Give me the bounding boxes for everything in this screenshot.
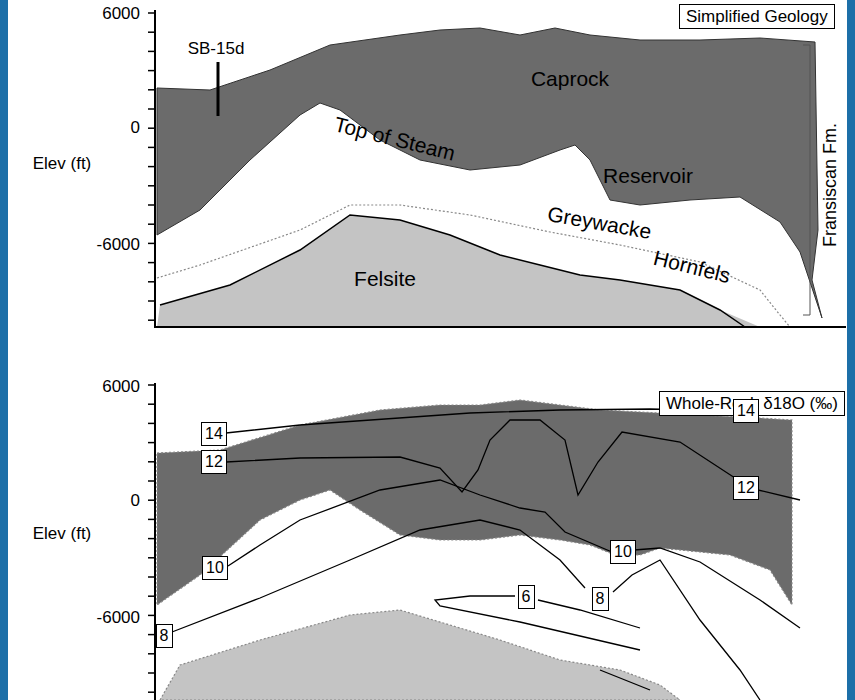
geology-section (148, 10, 846, 328)
axis-tick (148, 12, 155, 14)
axis-title: Elev (ft) (33, 525, 92, 542)
axis-tick (148, 423, 155, 425)
contour-label: 8 (156, 624, 173, 648)
title-box: Simplified Geology (679, 4, 835, 29)
unit-name: Felsite (354, 268, 416, 289)
axis-tick (148, 499, 155, 501)
formation-name: Fransiscan Fm. (821, 123, 839, 247)
axis-tick (148, 262, 155, 264)
axis-tick (148, 634, 155, 636)
axis-tick (148, 281, 155, 283)
axis-tick (148, 51, 155, 53)
panel-title: Simplified Geology (686, 8, 828, 25)
axis-value: 6000 (102, 5, 140, 22)
axis-tick (148, 300, 155, 302)
axis-tick (148, 147, 155, 149)
axis-tick (148, 166, 155, 168)
axis-tick (148, 223, 155, 225)
panel-ground (8, 0, 847, 700)
axis-tick (148, 442, 155, 444)
axis-value: 0 (131, 119, 140, 136)
contour-label: 8 (592, 587, 609, 611)
contour-value: 10 (614, 544, 632, 560)
contour-value: 12 (737, 480, 755, 496)
axis-tick (148, 70, 155, 72)
contour-value: 8 (596, 591, 605, 607)
well-name: SB-15d (188, 40, 245, 57)
axis-tick (148, 185, 155, 187)
axis-value: -6000 (97, 609, 140, 626)
axis-tick (148, 576, 155, 578)
axis-tick (148, 243, 155, 245)
axis-tick (148, 127, 155, 129)
contour-label: 14 (201, 422, 227, 446)
contour-value: 10 (206, 560, 224, 576)
contour-value: 12 (205, 454, 223, 470)
axis-tick (148, 108, 155, 110)
axis-tick (148, 653, 155, 655)
contour-label: 12 (201, 450, 227, 474)
axis-tick (148, 595, 155, 597)
axis-title: Elev (ft) (33, 155, 92, 172)
contour-value: 8 (160, 628, 169, 644)
axis-tick (148, 31, 155, 33)
axis-value: 6000 (102, 378, 140, 395)
axis-value: -6000 (97, 236, 140, 253)
axis-tick (148, 691, 155, 693)
axis-tick (148, 538, 155, 540)
contour-label: 12 (733, 476, 759, 500)
contour-label: 10 (202, 556, 228, 580)
axis-tick (148, 89, 155, 91)
axis-tick (148, 519, 155, 521)
isotope-section (148, 383, 800, 700)
contour-value: 14 (205, 426, 223, 442)
contour-value: 14 (737, 403, 755, 419)
axis-tick (148, 384, 155, 386)
contour-label: 6 (518, 585, 535, 609)
unit-name: Caprock (531, 68, 609, 89)
axis-tick (148, 461, 155, 463)
axis-tick (148, 480, 155, 482)
axis-value: 0 (131, 492, 140, 509)
axis-tick (148, 204, 155, 206)
axis-tick (148, 319, 155, 321)
axis-tick (148, 615, 155, 617)
axis-tick (148, 672, 155, 674)
contour-label: 14 (733, 399, 759, 423)
contour-label: 10 (610, 540, 636, 564)
axis-tick (148, 403, 155, 405)
contour-value: 6 (522, 589, 531, 605)
axis-tick (148, 557, 155, 559)
unit-name: Reservoir (603, 165, 693, 186)
